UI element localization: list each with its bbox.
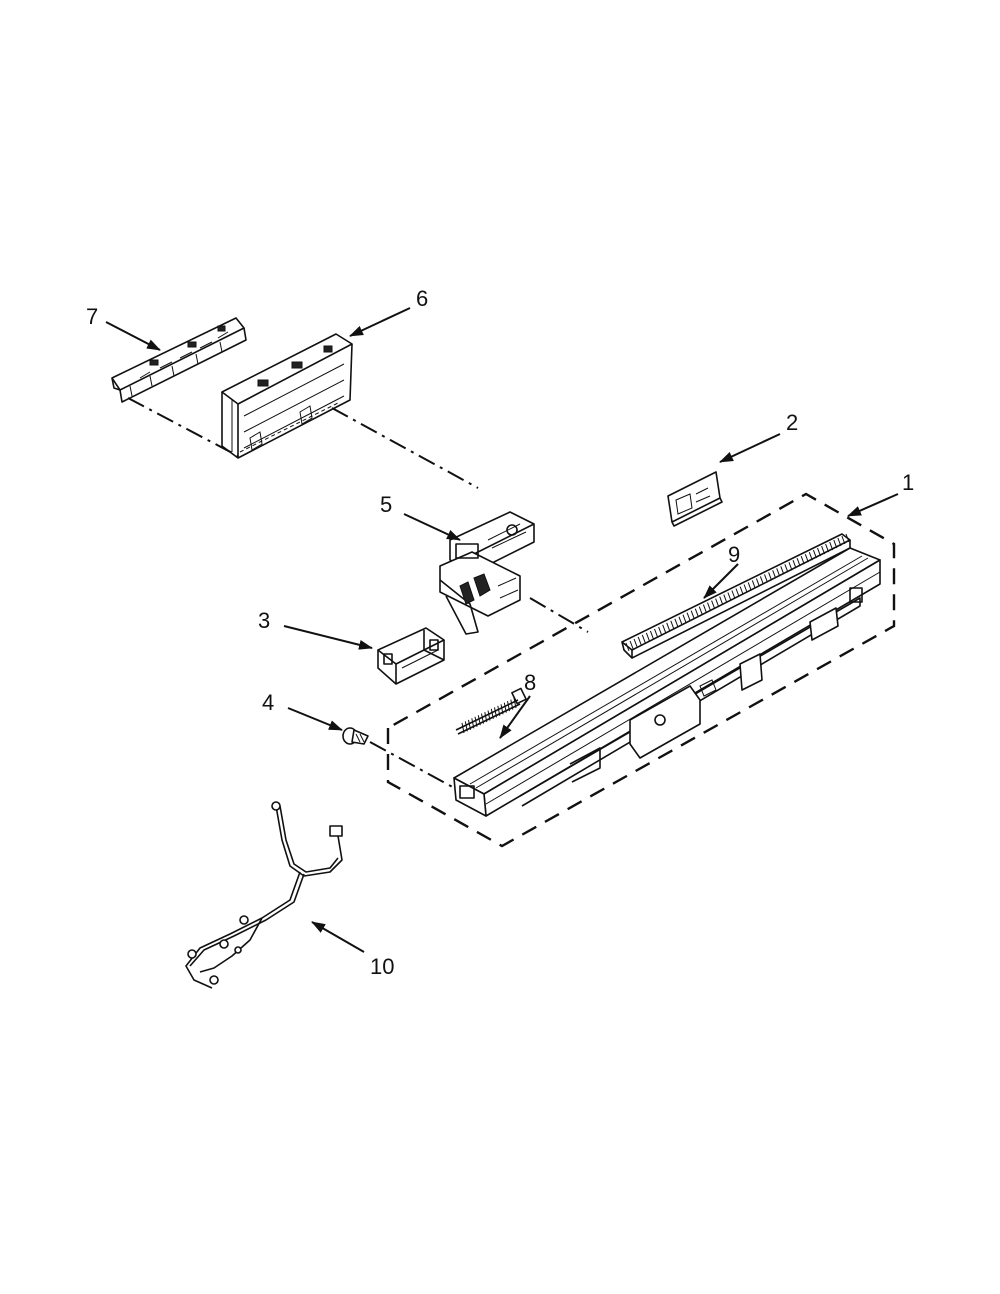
leader-7 [105,321,161,351]
callout-5: 5 [380,492,392,517]
part-4-screw [342,727,369,745]
assembly-line-7 [127,397,239,457]
callout-8: 8 [524,670,536,695]
part-3-bracket [377,627,445,685]
leader-3 [283,625,373,650]
part-9-gasket [621,533,851,659]
leader-10 [311,921,365,953]
leader-4 [287,707,343,731]
leader-5 [403,513,461,541]
leader-9 [703,563,739,599]
callout-4: 4 [262,690,274,715]
assembly-lines [127,397,589,791]
callout-9: 9 [728,542,740,567]
leader-2 [719,433,781,463]
part-2-plate [667,471,723,527]
assembly-line-6 [331,407,479,489]
leader-1 [847,493,899,517]
part-6-bracket [221,333,353,459]
part-5-latch [439,511,535,635]
callout-3: 3 [258,608,270,633]
assembly-line-4 [369,741,459,791]
callout-6: 6 [416,286,428,311]
leader-6 [349,307,411,337]
part-7-rail [111,317,247,403]
leader-arrows [105,307,899,953]
part-1-frame [453,547,881,817]
callout-2: 2 [786,410,798,435]
part-10-wire-harness [185,801,343,989]
part-8-spring [455,687,527,735]
callout-7: 7 [86,304,98,329]
leader-8 [499,695,531,739]
callout-labels: 1 2 3 4 5 6 7 8 9 10 [86,286,914,979]
assembly-box-1 [386,492,896,848]
assembly-line-5 [529,597,589,633]
callout-1: 1 [902,470,914,495]
callout-10: 10 [370,954,394,979]
